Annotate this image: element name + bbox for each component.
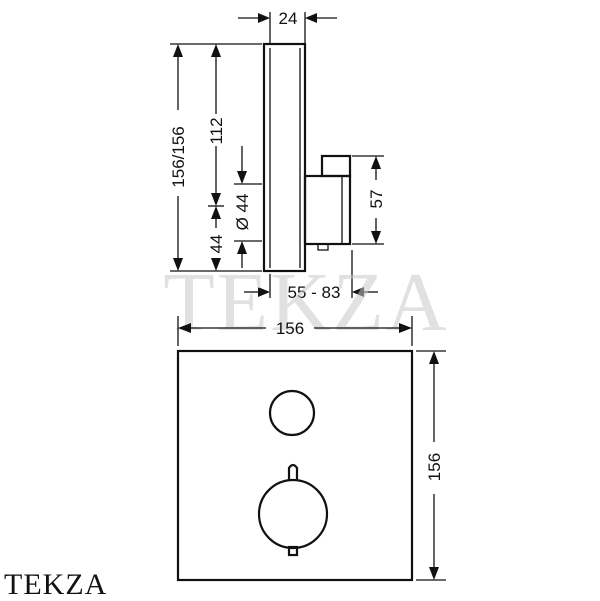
dim-projection-range: 55 - 83	[288, 283, 341, 302]
front-view: 156 156	[176, 316, 446, 582]
handle-bottom-tab	[287, 545, 299, 557]
dim-depth-plate: 24	[279, 9, 298, 28]
push-button	[268, 389, 316, 437]
side-handle-body	[303, 174, 352, 246]
side-handle-pin	[317, 243, 329, 251]
dim-upper-height: 112	[207, 117, 226, 144]
side-view: 24 156/156 112 44 Ø 44	[169, 9, 386, 302]
brand-logo-text: TEKZA	[4, 568, 108, 601]
dim-handle-height: 57	[367, 190, 386, 209]
watermark: TEKZA	[163, 256, 448, 349]
dim-front-height: 156	[425, 453, 444, 481]
dim-button-diameter: Ø 44	[233, 194, 252, 231]
side-handle-cap	[320, 154, 352, 178]
handle-top-tab	[287, 463, 299, 480]
dim-front-width: 156	[276, 319, 304, 338]
dim-lower-offset: 44	[207, 235, 226, 254]
handle-knob	[257, 478, 329, 550]
dim-total-height: 156/156	[169, 126, 188, 187]
front-plate	[176, 349, 414, 582]
side-plate	[262, 42, 307, 273]
